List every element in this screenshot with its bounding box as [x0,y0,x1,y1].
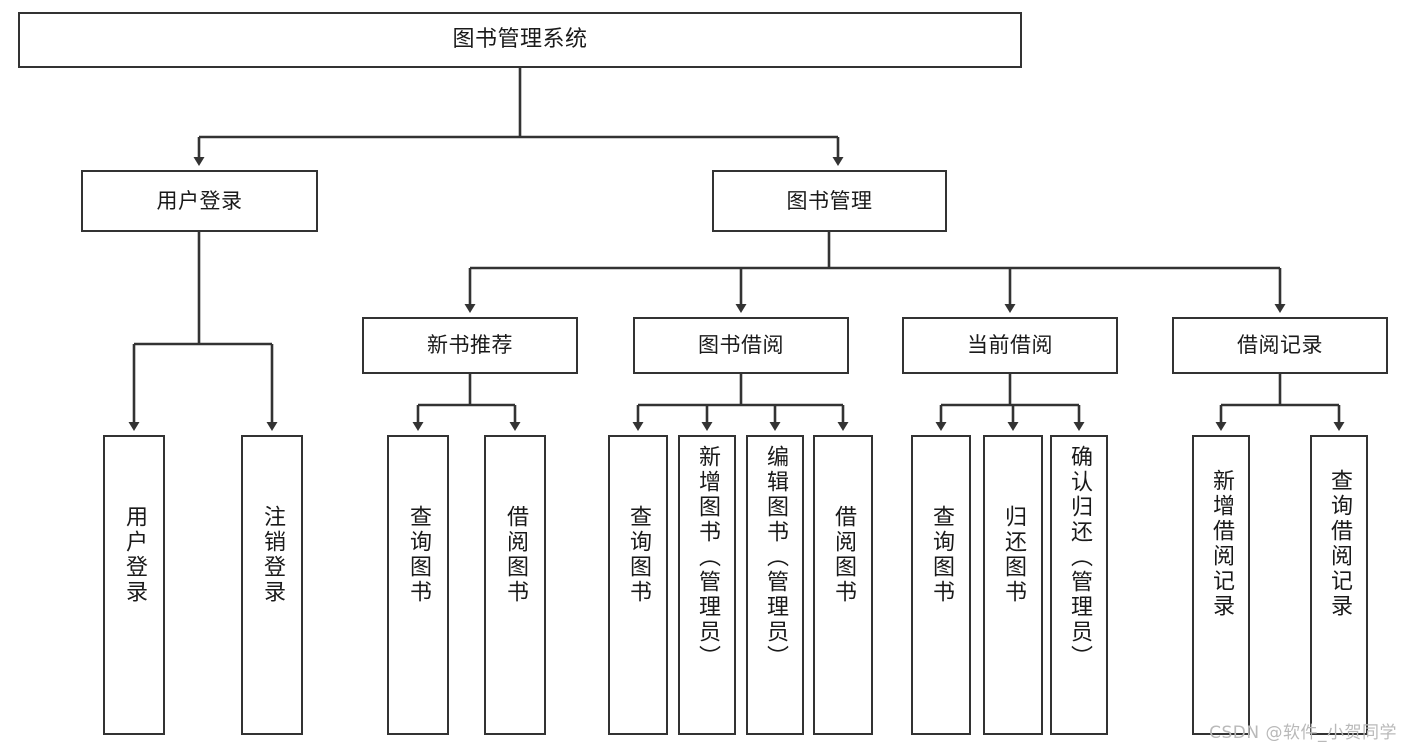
node-leaf-add-borrow-record-label: 新增借阅记录 [1209,469,1234,619]
node-new-book-recommend[interactable]: 新书推荐 [362,317,578,374]
node-borrow-record-label: 借阅记录 [1237,333,1323,358]
node-leaf-confirm-return-admin-label: 确认归还（管理员） [1067,445,1092,670]
csdn-watermark: CSDN @软件_小贺同学 [1209,723,1397,743]
node-user-login[interactable]: 用户登录 [81,170,318,232]
node-leaf-user-login[interactable]: 用户登录 [103,435,165,735]
node-leaf-query-borrow-record-label: 查询借阅记录 [1327,469,1352,619]
node-new-book-recommend-label: 新书推荐 [427,333,513,358]
node-leaf-add-book-admin[interactable]: 新增图书（管理员） [678,435,736,735]
node-leaf-borrow-book-recommend[interactable]: 借阅图书 [484,435,546,735]
node-leaf-return-book[interactable]: 归还图书 [983,435,1043,735]
node-leaf-query-book-borrow[interactable]: 查询图书 [608,435,668,735]
node-leaf-logout-label: 注销登录 [260,505,285,605]
node-leaf-edit-book-admin[interactable]: 编辑图书（管理员） [746,435,804,735]
node-leaf-query-book-current[interactable]: 查询图书 [911,435,971,735]
node-root[interactable]: 图书管理系统 [18,12,1022,68]
node-root-label: 图书管理系统 [452,27,588,53]
node-book-borrow-label: 图书借阅 [698,333,784,358]
node-current-borrow[interactable]: 当前借阅 [902,317,1118,374]
node-leaf-query-book-borrow-label: 查询图书 [626,505,651,605]
node-leaf-query-book-recommend[interactable]: 查询图书 [387,435,449,735]
node-leaf-query-book-current-label: 查询图书 [929,505,954,605]
node-leaf-user-login-label: 用户登录 [122,505,147,605]
node-leaf-query-book-recommend-label: 查询图书 [406,505,431,605]
node-leaf-borrow-book[interactable]: 借阅图书 [813,435,873,735]
node-leaf-logout[interactable]: 注销登录 [241,435,303,735]
node-leaf-add-borrow-record[interactable]: 新增借阅记录 [1192,435,1250,735]
node-book-manage-label: 图书管理 [786,188,873,213]
node-book-borrow[interactable]: 图书借阅 [633,317,849,374]
node-leaf-query-borrow-record[interactable]: 查询借阅记录 [1310,435,1368,735]
node-leaf-borrow-book-recommend-label: 借阅图书 [503,505,528,605]
node-leaf-add-book-admin-label: 新增图书（管理员） [695,445,720,670]
node-borrow-record[interactable]: 借阅记录 [1172,317,1388,374]
node-leaf-edit-book-admin-label: 编辑图书（管理员） [763,445,788,670]
node-leaf-confirm-return-admin[interactable]: 确认归还（管理员） [1050,435,1108,735]
node-leaf-return-book-label: 归还图书 [1001,505,1026,605]
node-user-login-label: 用户登录 [156,188,243,213]
node-leaf-borrow-book-label: 借阅图书 [831,505,856,605]
node-current-borrow-label: 当前借阅 [967,333,1053,358]
node-book-manage[interactable]: 图书管理 [712,170,947,232]
